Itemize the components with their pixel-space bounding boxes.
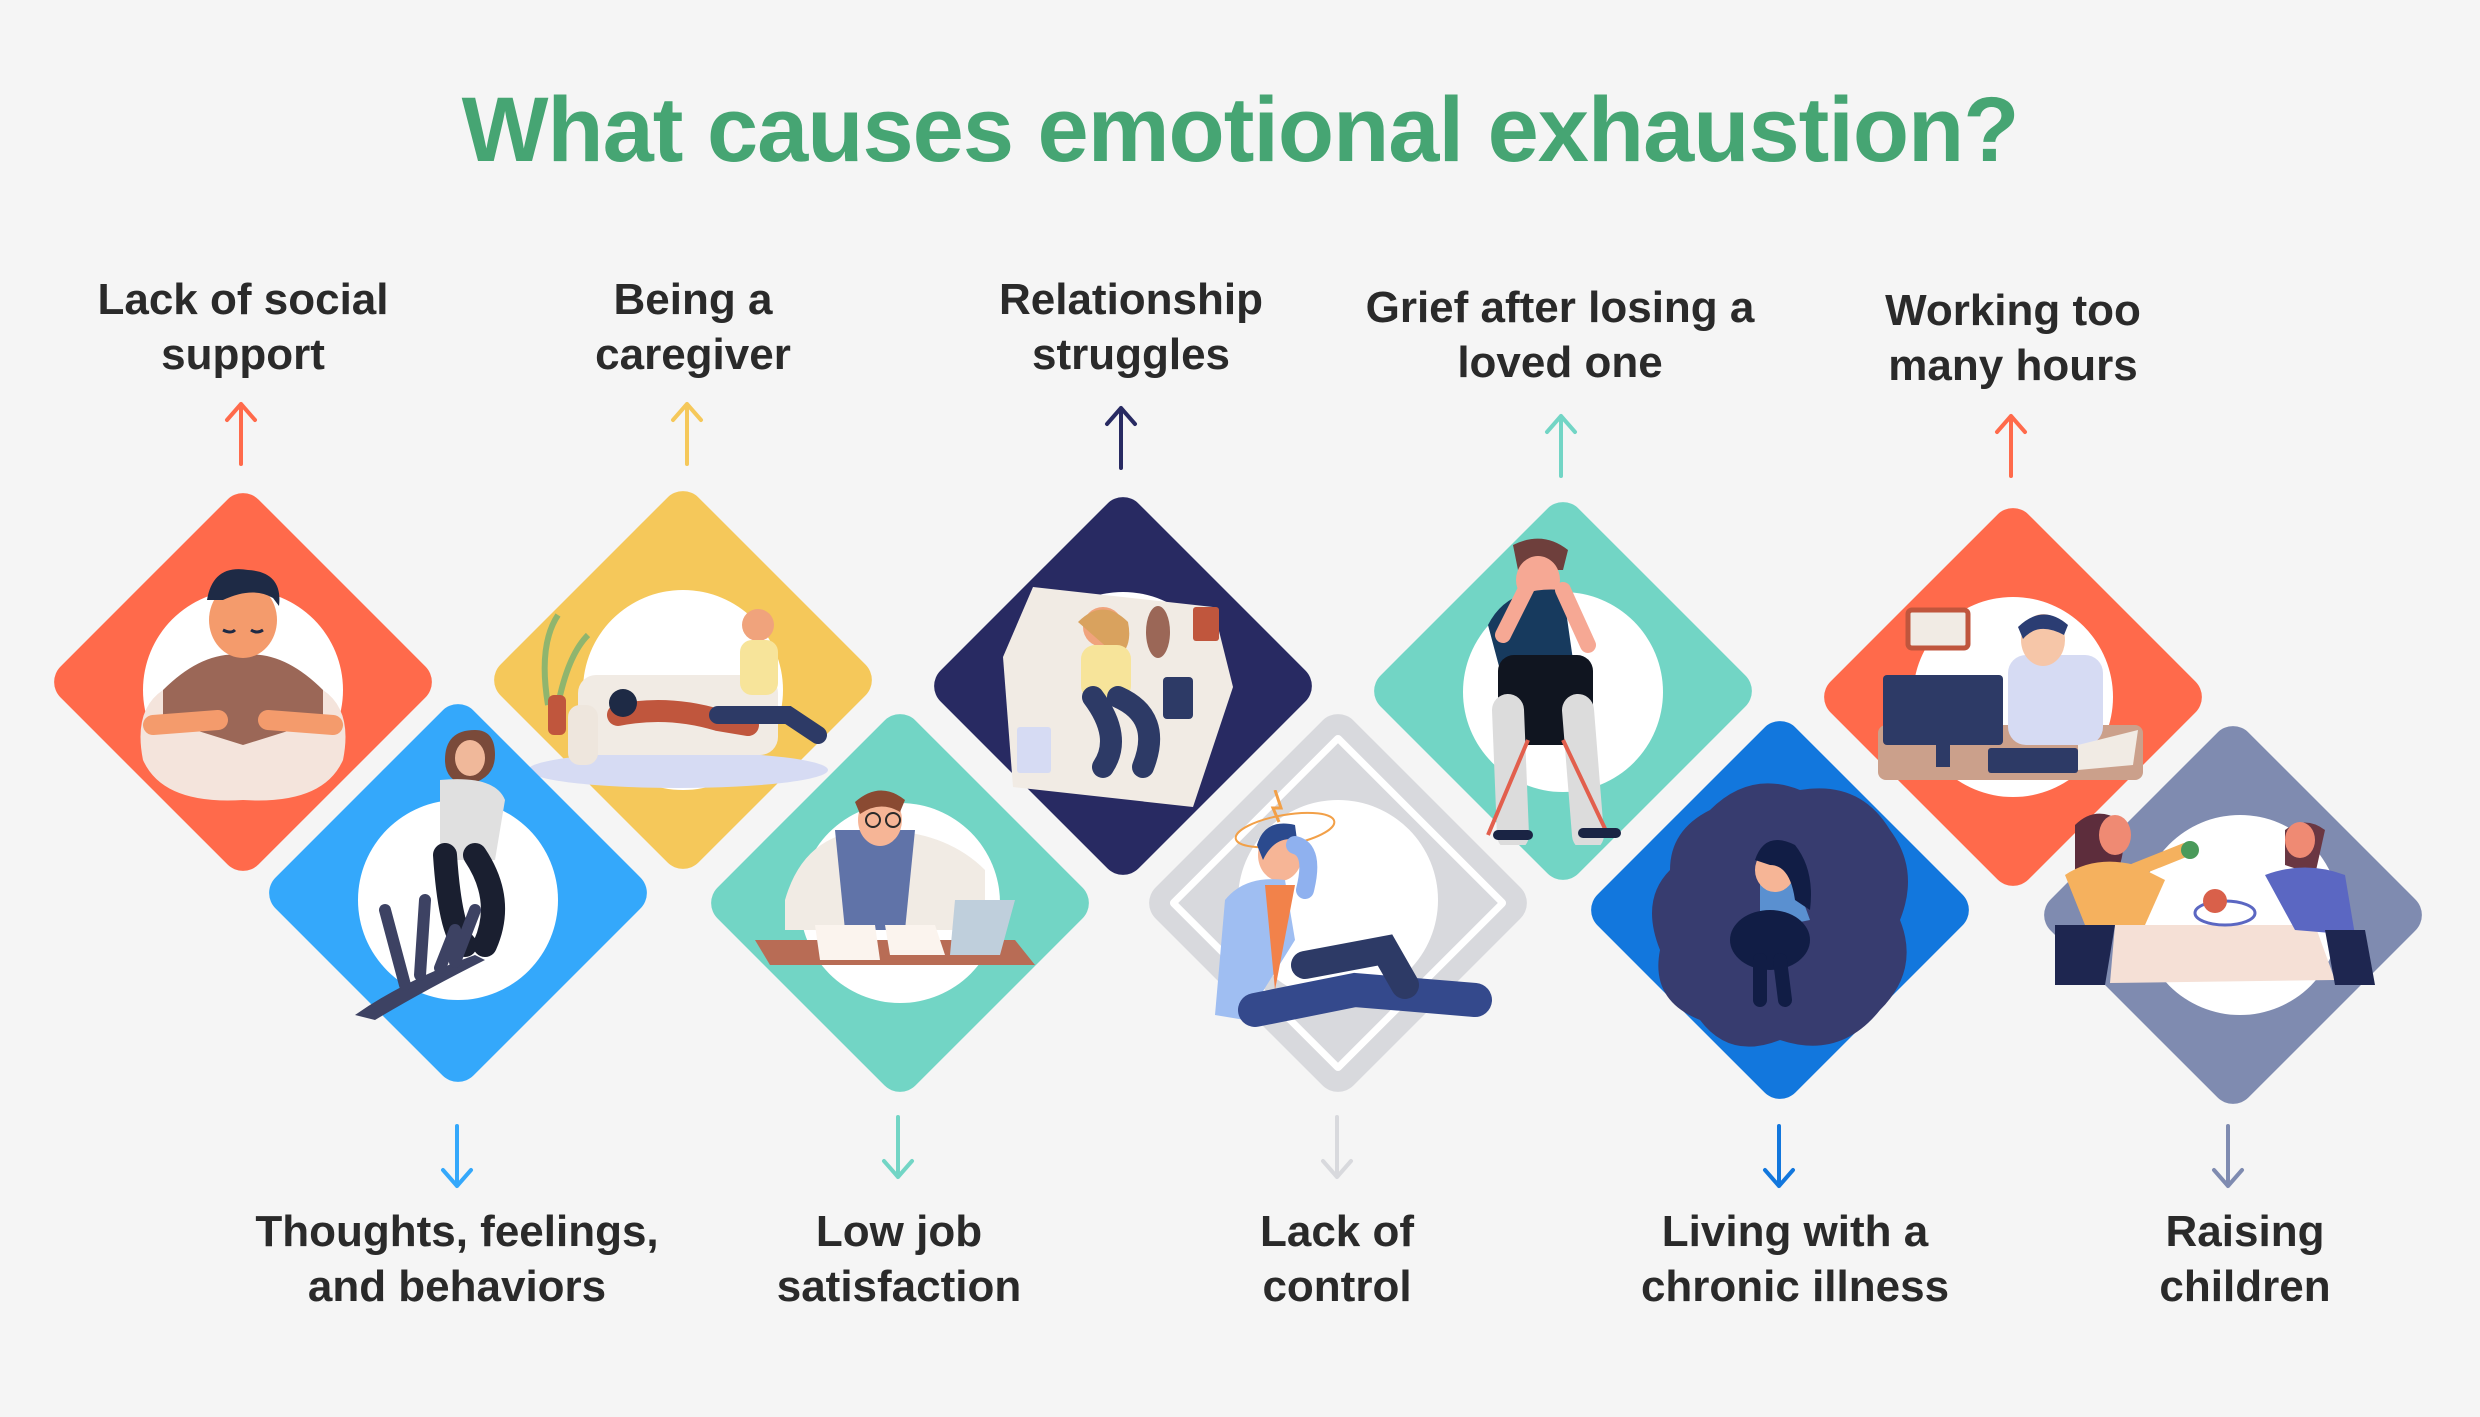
- tired-man-at-computer-icon: [1878, 607, 2143, 780]
- label-relationship-struggles: Relationship struggles: [921, 272, 1341, 382]
- cloud-backdrop: [1652, 783, 1908, 1047]
- label-line: Living with a: [1661, 1207, 1929, 1256]
- dizzy-man-sitting-icon: [1215, 790, 1492, 1027]
- arrow-down-icon: [1763, 1124, 1795, 1188]
- woman-lying-on-rug-icon: [1003, 587, 1233, 807]
- arrow-up-icon: [1995, 414, 2027, 478]
- arrow-up-icon: [1105, 406, 1137, 470]
- label-lack-of-control: Lack of control: [1127, 1204, 1547, 1314]
- label-line: and behaviors: [307, 1262, 607, 1311]
- arrow-down-icon: [2212, 1124, 2244, 1188]
- stressed-man-at-desk-icon: [755, 790, 1035, 965]
- label-line: Low job: [815, 1207, 983, 1256]
- arrow-up-icon: [1545, 414, 1577, 478]
- label-line: Thoughts, feelings,: [255, 1207, 659, 1256]
- arrow-up-icon: [225, 402, 257, 466]
- page-title: What causes emotional exhaustion?: [461, 79, 2020, 181]
- label-line: Lack of: [1259, 1207, 1415, 1256]
- label-raising-children: Raising children: [2035, 1204, 2455, 1314]
- label-thoughts-feelings-behaviors: Thoughts, feelings, and behaviors: [247, 1204, 667, 1314]
- label-low-job-satisfaction: Low job satisfaction: [689, 1204, 1109, 1314]
- label-lack-of-social-support: Lack of social support: [33, 272, 453, 382]
- label-line: struggles: [1031, 330, 1231, 379]
- couple-arguing-at-table-icon: [2055, 813, 2375, 985]
- arrow-down-icon: [882, 1115, 914, 1179]
- label-line: children: [2159, 1262, 2331, 1311]
- label-line: Working too: [1885, 286, 2141, 335]
- label-working-too-many-hours: Working too many hours: [1803, 283, 2223, 393]
- label-line: Relationship: [998, 275, 1264, 324]
- label-line: control: [1262, 1262, 1412, 1311]
- women-on-sofa-icon: [528, 609, 828, 788]
- label-line: Lack of social: [97, 275, 389, 324]
- arrow-up-icon: [671, 402, 703, 466]
- label-line: Raising: [2165, 1207, 2325, 1256]
- arrow-down-icon: [441, 1124, 473, 1188]
- label-line: loved one: [1457, 338, 1663, 387]
- label-line: Being a: [613, 275, 773, 324]
- label-line: many hours: [1888, 341, 2138, 390]
- label-line: Grief after losing a: [1365, 283, 1755, 332]
- label-grief: Grief after losing a loved one: [1350, 280, 1770, 390]
- label-line: chronic illness: [1640, 1262, 1950, 1311]
- label-line: caregiver: [595, 330, 791, 379]
- man-on-chair-head-in-hands-icon: [1486, 538, 1621, 845]
- label-chronic-illness: Living with a chronic illness: [1585, 1204, 2005, 1314]
- label-line: support: [161, 330, 325, 379]
- man-arms-crossed-icon: [140, 569, 346, 801]
- label-line: satisfaction: [776, 1262, 1022, 1311]
- label-being-a-caregiver: Being a caregiver: [483, 272, 903, 382]
- arrow-down-icon: [1321, 1115, 1353, 1179]
- woman-shadow-hands-icon: [355, 730, 505, 1020]
